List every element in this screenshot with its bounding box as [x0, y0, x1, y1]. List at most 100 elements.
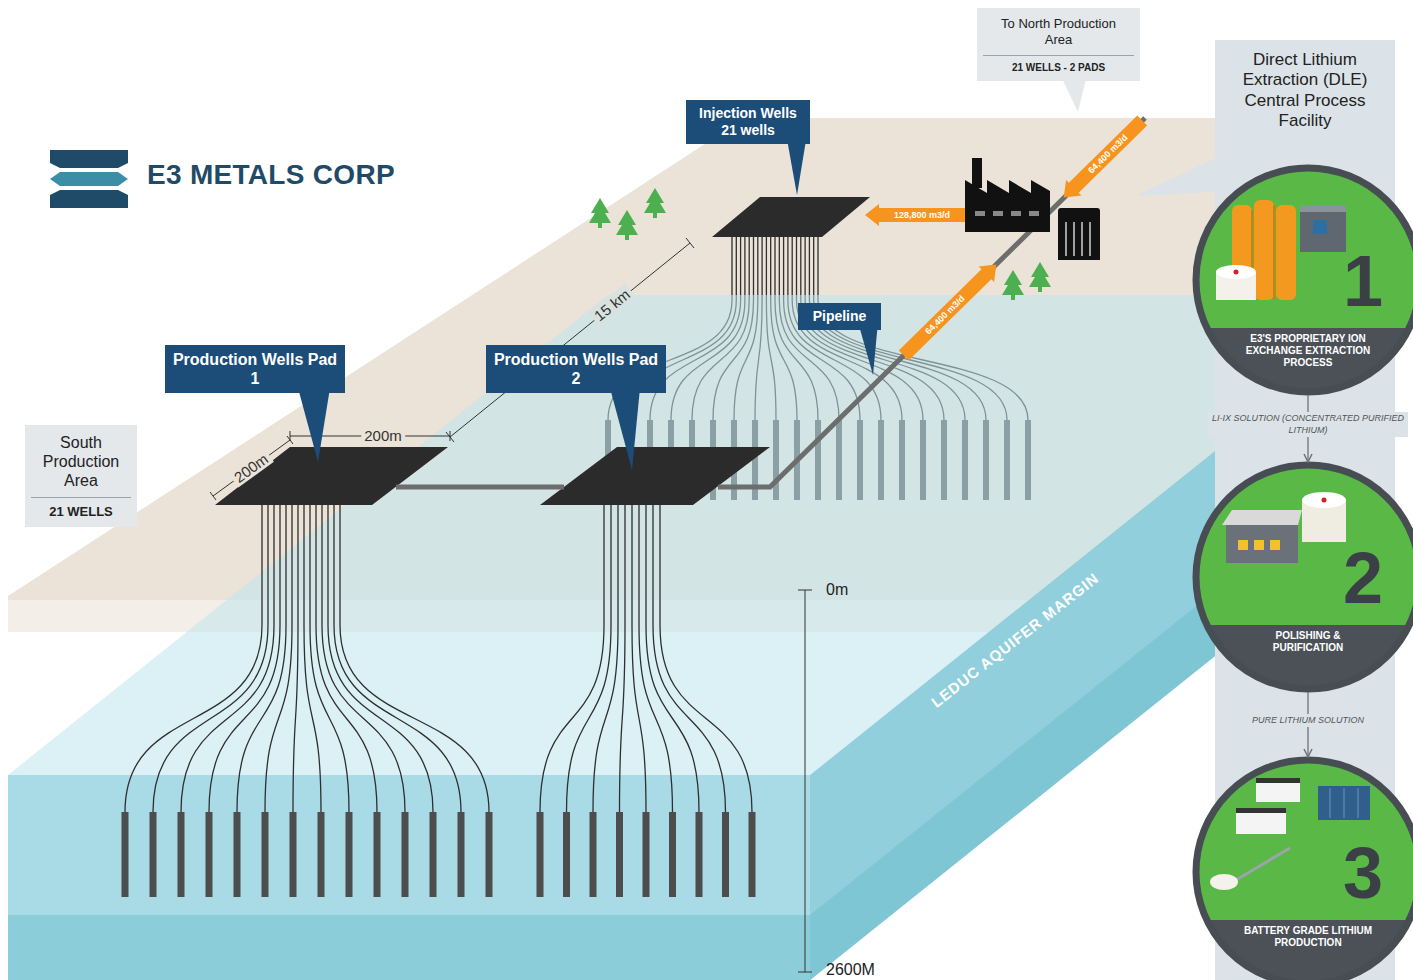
tree	[1029, 262, 1051, 292]
well-screen	[616, 812, 623, 897]
window	[1029, 211, 1039, 216]
well-screen	[458, 812, 465, 897]
circle-ring	[1196, 465, 1413, 689]
callout-tail	[298, 388, 330, 462]
tank	[1210, 874, 1238, 890]
tank	[1058, 213, 1100, 260]
process-circle-art	[1190, 462, 1413, 705]
well-line	[567, 505, 612, 812]
tree	[1002, 270, 1024, 300]
flow-arrow	[865, 204, 965, 226]
callout-tails	[298, 70, 1088, 470]
flow-arrow	[1056, 113, 1150, 206]
depth-label: 0m	[826, 581, 848, 599]
flow-arrow	[896, 257, 1004, 364]
dimension-tick	[210, 492, 216, 500]
well-screen	[318, 812, 325, 897]
aquifer-margin-face	[810, 295, 1215, 980]
dimension-tick	[287, 436, 293, 444]
container-rib	[1329, 788, 1331, 818]
terrain	[8, 118, 1215, 980]
well-screen	[178, 812, 185, 897]
well-line	[328, 505, 433, 812]
window	[1270, 540, 1280, 550]
logo-bar	[50, 172, 128, 186]
circle-ring	[1196, 168, 1413, 392]
well-screen	[374, 812, 381, 897]
well-screen	[262, 812, 269, 897]
flow-arrow-shape	[1056, 113, 1150, 206]
window	[1011, 211, 1021, 216]
well-line	[660, 505, 752, 812]
logo-wordmark: E3 METALS CORP	[147, 159, 395, 191]
window	[1254, 540, 1264, 550]
circle-ring	[1196, 760, 1413, 980]
flow-arrows	[865, 113, 1150, 364]
well-screen	[643, 812, 650, 897]
factory	[965, 180, 1050, 232]
trees	[589, 188, 1051, 300]
well-line	[334, 505, 461, 812]
aquifer-front	[8, 775, 810, 980]
depth-scale	[798, 590, 812, 972]
step-label: POLISHING & PURIFICATION	[1243, 630, 1373, 654]
step-label: E3'S PROPRIETARY ION EXCHANGE EXTRACTION…	[1243, 333, 1373, 369]
step-label: BATTERY GRADE LITHIUM PRODUCTION	[1243, 925, 1373, 949]
well-screen	[206, 812, 213, 897]
callout-box: South Production Area21 WELLS	[25, 425, 137, 527]
step-number: 2	[1343, 542, 1383, 614]
well-line	[293, 505, 298, 812]
production-wells	[537, 505, 756, 897]
well-line	[620, 505, 626, 812]
stripe	[1081, 222, 1082, 256]
stripe	[1073, 222, 1074, 256]
callout-text: Production Wells Pad 2	[493, 350, 659, 388]
well-screen	[590, 812, 597, 897]
well-count: 21 WELLS - 2 PADS	[983, 55, 1134, 73]
dimension-line	[213, 440, 290, 496]
well-line	[237, 505, 286, 812]
scale-tick	[798, 972, 812, 973]
step-number: 1	[1343, 245, 1383, 317]
well-count: 21 WELLS	[31, 497, 131, 519]
callout-text: Pipeline	[805, 308, 874, 325]
dimension-tick	[446, 432, 454, 442]
stripe	[1065, 222, 1066, 256]
area-name: To North Production Area	[1000, 16, 1118, 49]
process-circle-art	[1190, 165, 1413, 408]
production-wells	[122, 505, 493, 897]
pipe	[1236, 848, 1290, 880]
callout-text: Production Wells Pad 1	[172, 350, 338, 388]
pipeline	[396, 118, 1145, 487]
well-screen	[430, 812, 437, 897]
well-line	[265, 505, 292, 812]
logo-bar	[50, 190, 128, 208]
tank-dot	[1234, 270, 1239, 275]
dimension-tick	[686, 238, 694, 248]
well-pad	[712, 197, 870, 237]
tank-dot	[1322, 498, 1327, 503]
building	[1236, 812, 1286, 834]
well-screen	[122, 812, 129, 897]
callout-text: Injection Wells 21 wells	[693, 105, 803, 139]
chimney	[972, 158, 982, 188]
tank	[1276, 205, 1296, 300]
well-screen	[150, 812, 157, 897]
window	[1238, 540, 1248, 550]
step-number: 3	[1343, 837, 1383, 909]
roof	[1222, 510, 1302, 525]
dimension-label: 200m	[361, 427, 405, 444]
callout-box: Injection Wells 21 wells	[686, 100, 810, 144]
well-screen	[486, 812, 493, 897]
callout-tail	[858, 322, 878, 375]
roof	[1256, 778, 1300, 783]
scale-tick	[798, 590, 812, 591]
well-screen	[290, 812, 297, 897]
well-screen	[563, 812, 570, 897]
container-rib	[1343, 788, 1345, 818]
container	[1318, 786, 1370, 820]
aquifer-base	[8, 915, 810, 980]
tank	[1254, 200, 1274, 300]
well-line	[340, 505, 489, 812]
well-screen	[696, 812, 703, 897]
